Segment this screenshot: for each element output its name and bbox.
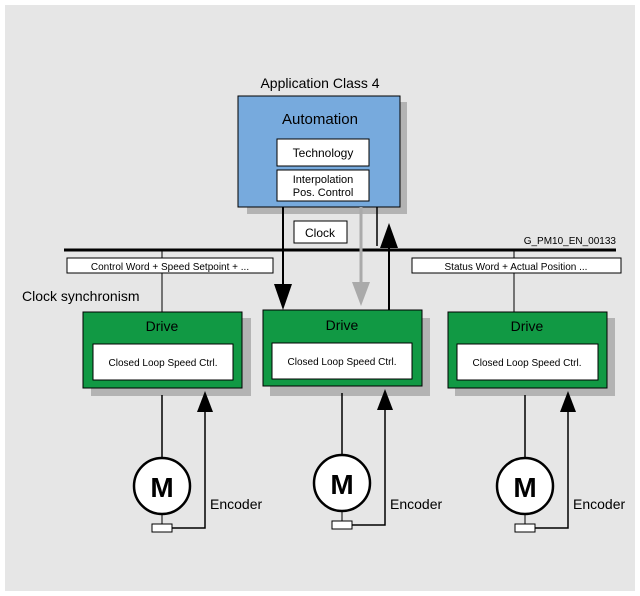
drive-title: Drive [146,318,179,334]
encoder-arrow-head [197,391,213,412]
drive-inner-label: Closed Loop Speed Ctrl. [109,358,218,369]
clock-label: Clock [305,226,336,240]
clock-sync-label: Clock synchronism [22,288,139,304]
interpolation-label-line1: Interpolation [293,174,354,186]
encoder-label: Encoder [573,496,625,512]
encoder-arrow-head [560,391,576,412]
automation-title: Automation [282,111,358,128]
figure-id: G_PM10_EN_00133 [524,236,617,247]
drive-inner-box [456,343,599,381]
drive-3: Drive Closed Loop Speed Ctrl. [447,311,615,396]
status-word-box [411,257,622,274]
drive-1: Drive Closed Loop Speed Ctrl. [82,311,251,396]
motor-3: M Encoder [495,391,625,533]
encoder-icon [514,523,536,533]
motor-label: M [330,469,353,500]
technology-box [276,138,370,167]
drive-inner-label: Closed Loop Speed Ctrl. [288,357,397,368]
control-word-box [66,257,274,274]
clock-arrow-head [352,282,370,306]
motor-label: M [150,472,173,503]
clock-box [293,220,348,244]
encoder-feedback-line [172,408,206,529]
encoder-label: Encoder [210,496,262,512]
encoder-icon [151,523,173,533]
motor-2: M Encoder [312,389,442,530]
encoder-icon [331,520,353,530]
status-word-label: Status Word + Actual Position ... [445,262,588,273]
encoder-label: Encoder [390,496,442,512]
encoder-feedback-line [352,406,386,526]
interpolation-box [276,169,370,202]
drive-2: Drive Closed Loop Speed Ctrl. [262,309,430,396]
motor-1: M Encoder [132,391,262,533]
technology-label: Technology [293,146,354,160]
drive-inner-box [92,343,234,381]
drive-title: Drive [511,318,544,334]
encoder-arrow-head [377,389,393,410]
actual-arrow-head [380,223,398,248]
drive-inner-label: Closed Loop Speed Ctrl. [473,358,582,369]
drive-title: Drive [326,317,359,333]
interpolation-label-line2: Pos. Control [293,187,354,199]
drive-inner-box [271,342,413,380]
control-word-label: Control Word + Speed Setpoint + ... [91,262,249,273]
encoder-feedback-line [535,408,569,529]
setpoint-arrow-head [274,284,292,310]
application-class-label: Application Class 4 [260,75,379,91]
automation-block: Automation Technology Interpolation Pos.… [237,95,407,214]
motor-label: M [513,472,536,503]
